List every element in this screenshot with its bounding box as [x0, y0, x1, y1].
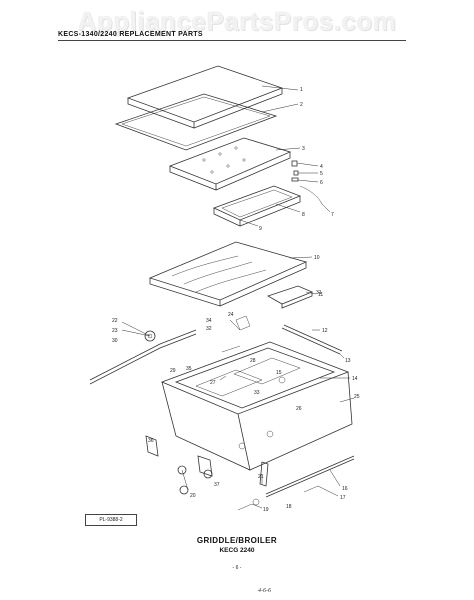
callout-9: 9	[259, 226, 262, 232]
callout-4: 4	[320, 164, 323, 170]
callout-15: 15	[276, 370, 282, 376]
page-number: - 6 -	[232, 565, 242, 571]
callout-28: 28	[250, 358, 256, 364]
callout-27: 27	[210, 380, 216, 386]
main-housing	[160, 341, 353, 471]
callout-14: 14	[352, 376, 358, 382]
callout-26: 26	[296, 406, 302, 412]
header-rule	[58, 40, 406, 41]
model-number: KECG 2240	[219, 547, 255, 554]
handwritten-note: 4-6-6	[258, 588, 271, 594]
callout-19: 19	[263, 507, 269, 513]
knobs-and-brackets	[144, 315, 286, 495]
callout-labels: 1 2 3 4 5 6 7 8 9 10 11 12 13 14 15 16 1…	[112, 87, 360, 513]
figure-code: PL-9388-2	[85, 514, 137, 526]
valve-rod-assembly	[237, 455, 355, 511]
callout-7: 7	[331, 212, 334, 218]
callout-1: 1	[300, 87, 303, 93]
callout-13: 13	[345, 358, 351, 364]
callout-32: 32	[206, 326, 212, 332]
callout-29: 29	[170, 368, 176, 374]
callout-17: 17	[340, 495, 346, 501]
gasket	[114, 93, 278, 151]
callout-30: 30	[112, 338, 118, 344]
drip-tray	[267, 285, 314, 309]
callout-35: 35	[186, 366, 192, 372]
callout-31: 31	[316, 290, 322, 296]
callout-3: 3	[302, 146, 305, 152]
griddle-element	[212, 185, 302, 227]
side-rails	[89, 324, 343, 385]
callout-18: 18	[286, 504, 292, 510]
callout-11: 11	[318, 292, 323, 298]
callout-2: 2	[300, 102, 303, 108]
callout-6: 6	[320, 180, 323, 186]
griddle-cover	[126, 65, 284, 129]
callout-10: 10	[314, 255, 320, 261]
leader-lines	[121, 85, 355, 509]
callout-33: 33	[254, 390, 260, 396]
callout-25: 25	[354, 394, 360, 400]
callout-12: 12	[322, 328, 328, 334]
callout-22: 22	[112, 318, 118, 324]
callout-34: 34	[206, 318, 212, 324]
callout-20: 20	[190, 493, 196, 499]
diagram-title: GRIDDLE/BROILER	[196, 536, 278, 545]
griddle-plate	[168, 137, 292, 191]
callout-16: 16	[342, 486, 348, 492]
callout-5: 5	[320, 171, 323, 177]
callout-21: 21	[258, 474, 264, 480]
callout-36: 36	[148, 438, 154, 444]
page-header: KECS-1340/2240 REPLACEMENT PARTS	[58, 31, 203, 38]
callout-8: 8	[302, 212, 305, 218]
callout-23: 23	[112, 328, 118, 334]
watermark: AppliancePartsPros.com	[77, 6, 397, 36]
broiler-grate	[148, 241, 308, 307]
callout-37: 37	[214, 482, 220, 488]
callout-24: 24	[228, 312, 234, 318]
